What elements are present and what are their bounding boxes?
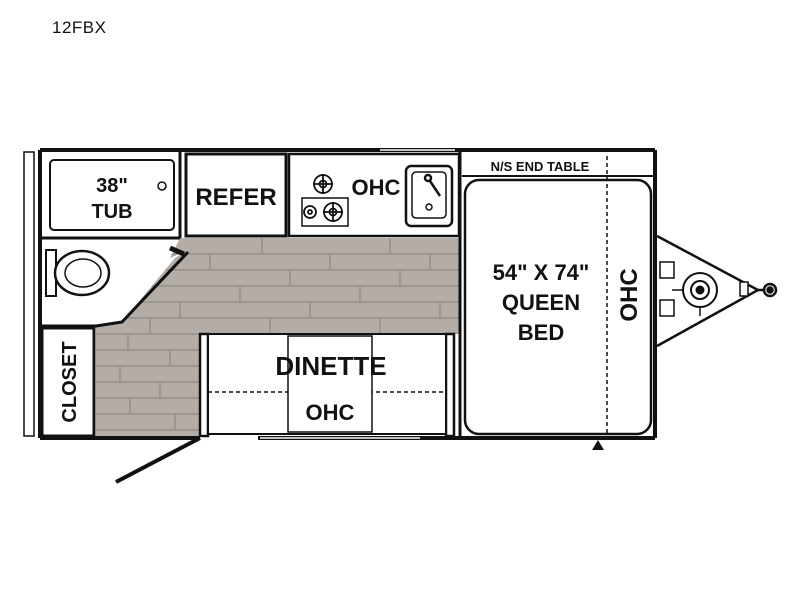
tub-drain-icon: [157, 181, 167, 191]
sink-icon: [404, 164, 454, 228]
refrigerator: REFER: [184, 152, 288, 238]
closet-label: CLOSET: [59, 341, 81, 422]
burner-icon: [303, 174, 343, 222]
wheel-icon: [682, 272, 718, 316]
toilet-icon: [45, 249, 111, 297]
bed-label: BED: [518, 320, 564, 345]
stove-frame: [301, 197, 349, 227]
kitchen-counter: OHC: [287, 152, 461, 238]
tub: [49, 159, 175, 231]
tub-size-label: 38": [96, 175, 128, 197]
hitch-icon: [656, 234, 778, 348]
refer-label: REFER: [195, 184, 276, 211]
end-table-label: N/S END TABLE: [491, 159, 590, 174]
queen-bed: [463, 178, 653, 436]
closet: CLOSET: [40, 326, 96, 438]
dinette: DINETTE OHC: [198, 332, 456, 438]
bed-size-label: 54" X 74": [493, 260, 590, 285]
marker-triangle: [592, 440, 604, 450]
dinette-label: DINETTE: [275, 351, 386, 381]
entry-door: [115, 436, 201, 484]
model-title: 12FBX: [52, 18, 107, 37]
bedroom: N/S END TABLE 54" X 74" QUEEN BED OHC: [458, 152, 653, 436]
bathroom: 38" TUB: [40, 152, 190, 328]
faucet-icon: [423, 173, 442, 197]
rear-bumper: [23, 151, 35, 437]
tub-label: TUB: [91, 201, 132, 223]
dinette-ohc-label: OHC: [306, 400, 355, 425]
front-ohc-label: OHC: [616, 268, 643, 321]
bed-queen-label: QUEEN: [502, 290, 580, 315]
kitchen-ohc-label: OHC: [352, 175, 401, 200]
